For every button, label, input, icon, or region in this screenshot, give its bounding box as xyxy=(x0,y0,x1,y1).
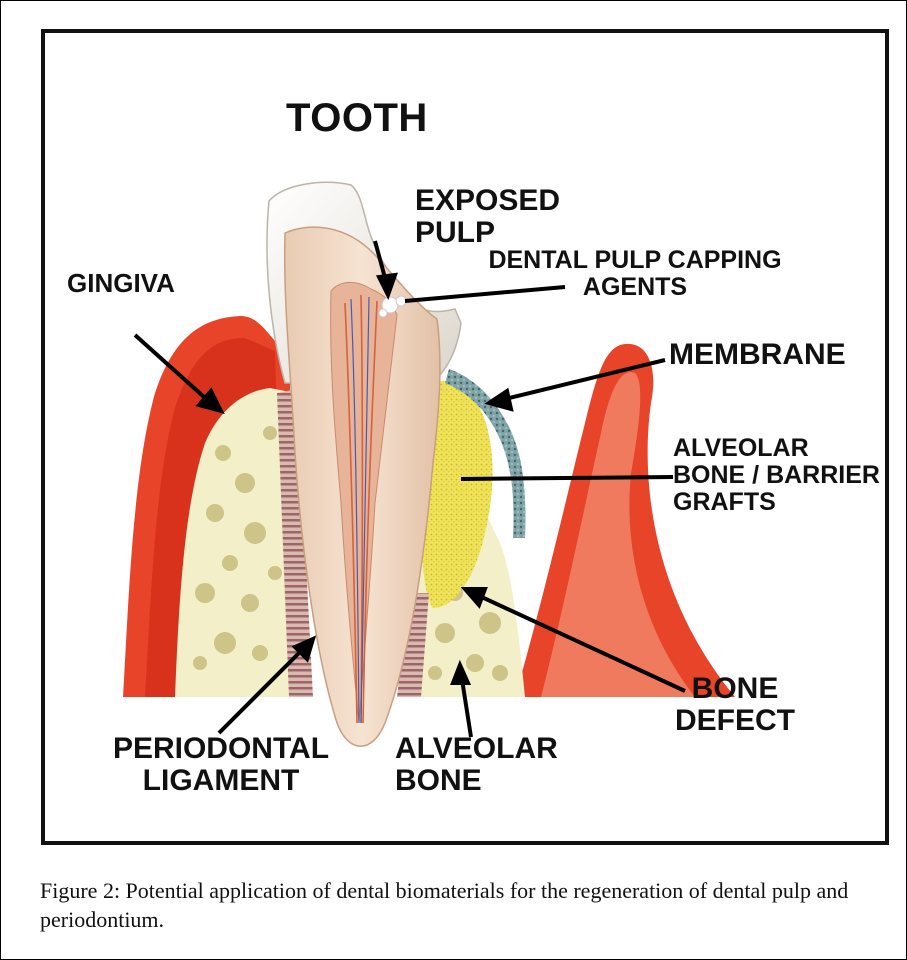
label-alveolar-bone: ALVEOLAR BONE xyxy=(395,733,558,798)
label-bone-defect-line1: BONE xyxy=(665,673,805,705)
label-membrane: MEMBRANE xyxy=(669,339,846,371)
diagram-title: TOOTH xyxy=(286,97,428,140)
label-periodontal-ligament-line1: PERIODONTAL xyxy=(101,733,341,765)
label-pulp-capping-line1: DENTAL PULP CAPPING xyxy=(485,247,785,274)
label-alveolar-bone-line2: BONE xyxy=(395,765,558,797)
label-exposed-pulp: EXPOSED PULP xyxy=(415,185,560,250)
label-alveolar-barrier-line2: BONE / BARRIER xyxy=(673,462,880,489)
label-bone-defect-line2: DEFECT xyxy=(665,705,805,737)
label-periodontal-ligament: PERIODONTAL LIGAMENT xyxy=(101,733,341,798)
label-periodontal-ligament-line2: LIGAMENT xyxy=(101,765,341,797)
label-alveolar-barrier-line1: ALVEOLAR xyxy=(673,435,880,462)
label-pulp-capping: DENTAL PULP CAPPING AGENTS xyxy=(485,247,785,301)
figure-caption: Figure 2: Potential application of denta… xyxy=(40,876,900,934)
label-alveolar-bone-line1: ALVEOLAR xyxy=(395,733,558,765)
label-exposed-pulp-line2: PULP xyxy=(415,217,560,249)
label-exposed-pulp-line1: EXPOSED xyxy=(415,185,560,217)
label-bone-defect: BONE DEFECT xyxy=(665,673,805,738)
label-alveolar-barrier-line3: GRAFTS xyxy=(673,489,880,516)
label-gingiva: GINGIVA xyxy=(67,269,175,297)
label-pulp-capping-line2: AGENTS xyxy=(485,274,785,301)
tooth-diagram: TOOTH EXPOSED PULP DENTAL PULP CAPPING A… xyxy=(41,29,889,845)
line-alveolar-barrier xyxy=(461,477,673,479)
label-alveolar-barrier: ALVEOLAR BONE / BARRIER GRAFTS xyxy=(673,435,880,516)
